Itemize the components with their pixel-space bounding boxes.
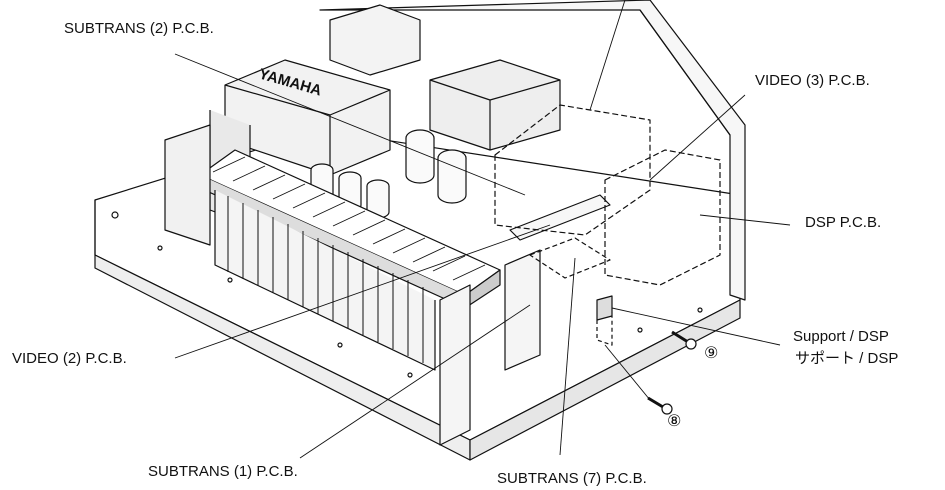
- video-3-board: [494, 104, 651, 236]
- leader-video2: [174, 224, 551, 359]
- leader-lines: [174, 0, 791, 459]
- power-supply-block: [329, 4, 561, 151]
- heat-sink: [199, 149, 501, 371]
- label-support-jp: サポート / DSP: [795, 350, 899, 367]
- screw-8: [647, 396, 673, 415]
- label-subtrans-1: SUBTRANS (1) P.C.B.: [148, 463, 298, 480]
- label-video-3: VIDEO (3) P.C.B.: [755, 72, 870, 89]
- leader-video3: [649, 94, 746, 181]
- leader-subtrans2: [174, 53, 526, 196]
- label-video-2: VIDEO (2) P.C.B.: [12, 350, 127, 367]
- label-subtrans-2: SUBTRANS (2) P.C.B.: [64, 20, 214, 37]
- leader-support: [611, 307, 781, 346]
- label-subtrans-7: SUBTRANS (7) P.C.B.: [497, 470, 647, 487]
- label-support-en: Support / DSP: [793, 328, 889, 345]
- label-screw-8: ⑧: [667, 413, 682, 430]
- support-bracket: [596, 295, 613, 346]
- leader-top: [589, 0, 626, 111]
- leader-dsp: [699, 214, 791, 226]
- screw-9: [671, 330, 697, 350]
- leader-subtrans7: [559, 257, 576, 456]
- label-dsp: DSP P.C.B.: [805, 214, 882, 231]
- leader-subtrans1: [299, 304, 531, 459]
- rear-panel: [319, 0, 746, 301]
- dsp-board: [604, 149, 721, 286]
- leader-screw8: [604, 344, 651, 401]
- side-bracket: [164, 124, 211, 246]
- subtrans-7-board: [529, 237, 611, 279]
- label-screw-9: ⑨: [704, 345, 719, 362]
